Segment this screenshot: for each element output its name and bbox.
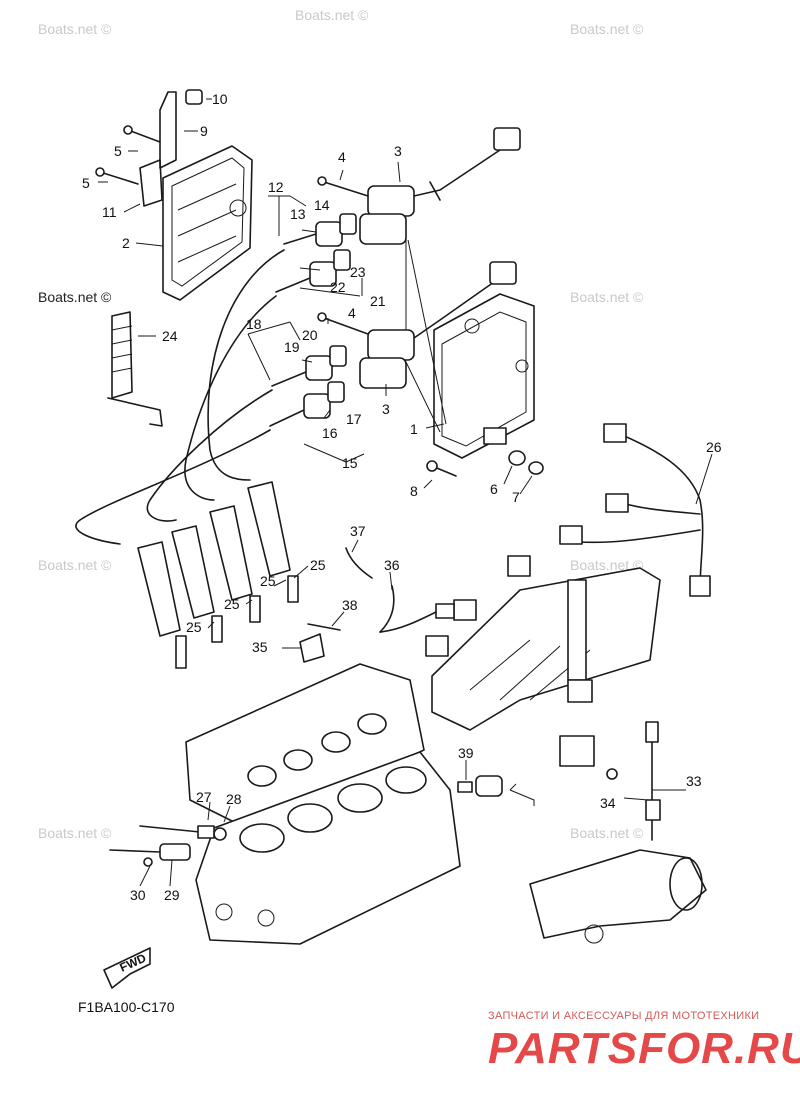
watermark: Boats.net © (570, 557, 644, 573)
sensor (299, 547, 455, 663)
leader-lines (98, 98, 713, 887)
sensor (457, 775, 503, 797)
callout-7: 7 (512, 489, 520, 505)
watermark: Boats.net © (570, 289, 644, 305)
ignition-coil (317, 261, 517, 389)
callout-31: 33 (686, 773, 702, 789)
callout-14: 14 (314, 197, 330, 213)
callout-10: 10 (212, 91, 228, 107)
callout-18: 18 (246, 316, 262, 332)
callout-16: 16 (322, 425, 338, 441)
sensor (109, 825, 227, 867)
callout-25: 25 (186, 619, 202, 635)
diagram-code: F1BA100-C170 (78, 999, 175, 1015)
intake-manifold (425, 555, 661, 767)
callout-32: 34 (600, 795, 616, 811)
callout-35: 37 (350, 523, 366, 539)
callout-4: 4 (338, 149, 346, 165)
cylinder-block (195, 751, 461, 945)
callout-17: 17 (346, 411, 362, 427)
callout-23: 23 (350, 264, 366, 280)
callout-34: 36 (384, 557, 400, 573)
callout-19: 19 (284, 339, 300, 355)
callout-30: 30 (130, 887, 146, 903)
spark-plug-boot (137, 481, 291, 637)
callout-27: 27 (196, 789, 212, 805)
callout-21: 21 (370, 293, 386, 309)
plug-cap (269, 345, 347, 427)
callout-26: 26 (706, 439, 722, 455)
bolt (95, 125, 161, 185)
callout-29: 29 (164, 887, 180, 903)
callout-8: 8 (410, 483, 418, 499)
callout-9: 9 (200, 123, 208, 139)
callout-25: 25 (224, 596, 240, 612)
watermark: Boats.net © (570, 825, 644, 841)
watermark: Boats.net © (38, 825, 112, 841)
spark-plug (175, 575, 299, 669)
callout-15: 15 (342, 455, 358, 471)
callout-numbers: 10 9 5 5 11 2 4 3 12 13 14 23 22 21 4 24… (82, 91, 722, 903)
callout-4: 4 (348, 305, 356, 321)
mount-bracket (139, 89, 203, 207)
grommet (426, 450, 544, 477)
exhaust-pipe (529, 849, 707, 944)
callout-33: 35 (252, 639, 268, 655)
brand-subtitle: ЗАПЧАСТИ И АКСЕССУАРЫ ДЛЯ МОТОТЕХНИКИ (488, 1010, 760, 1022)
cylinder-head (185, 663, 425, 831)
callout-5: 5 (82, 175, 90, 191)
wire-clamp-strip (107, 311, 163, 427)
callout-28: 28 (226, 791, 242, 807)
callout-6: 6 (490, 481, 498, 497)
watermark: Boats.net © (570, 21, 644, 37)
callout-20: 20 (302, 327, 318, 343)
watermark: Boats.net © (38, 21, 112, 37)
callout-25: 25 (260, 573, 276, 589)
cdi-unit (433, 293, 535, 459)
callout-3: 3 (394, 143, 402, 159)
ignition-coil (317, 127, 521, 245)
callout-11: 11 (102, 204, 117, 220)
cover-plate (162, 145, 253, 301)
callout-24: 24 (162, 328, 178, 344)
wire-harness (559, 423, 711, 597)
watermark: Boats.net © (38, 557, 112, 573)
callout-3: 3 (382, 401, 390, 417)
callout-2: 2 (122, 235, 130, 251)
watermark: Boats.net © (38, 289, 112, 305)
callout-36: 38 (342, 597, 358, 613)
callout-12: 12 (268, 179, 284, 195)
watermark: Boats.net © (295, 7, 369, 23)
plug-cap (275, 213, 357, 293)
brand-logo: PARTSFOR.RU (488, 1024, 800, 1073)
callout-22: 22 (330, 279, 346, 295)
callout-25: 25 (310, 557, 326, 573)
callout-5: 5 (114, 143, 122, 159)
callout-13: 13 (290, 206, 306, 222)
callout-37: 39 (458, 745, 474, 761)
fwd-arrow-icon: FWD (103, 947, 151, 989)
callout-1: 1 (410, 421, 418, 437)
sensor (606, 721, 661, 841)
high-tension-wire (75, 249, 285, 545)
